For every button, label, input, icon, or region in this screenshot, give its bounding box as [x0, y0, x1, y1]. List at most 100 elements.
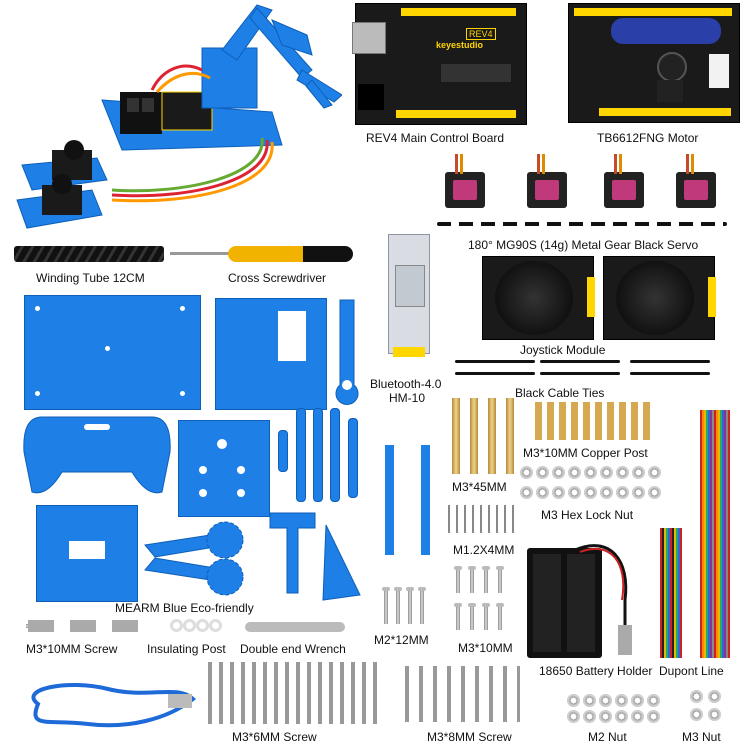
- joystick-module-2: [603, 256, 716, 340]
- copper-posts: [535, 402, 655, 440]
- joystick-1-pins: [587, 277, 595, 317]
- label-insulating-post: Insulating Post: [147, 642, 226, 656]
- usb-port: [352, 22, 386, 54]
- dupont-long-bundle: [700, 410, 730, 658]
- acrylic-t-bracket: [269, 512, 316, 594]
- acrylic-strip-1: [278, 430, 288, 472]
- label-m3x10-screw: M3*10MM Screw: [26, 642, 118, 656]
- microcontroller-chip: [441, 64, 511, 82]
- dupont-short-bundle: [660, 528, 682, 658]
- m3-nuts: [690, 690, 730, 724]
- cable-tie-5: [540, 372, 620, 375]
- m2x12-screw-4: [418, 587, 426, 624]
- motor-header-bottom: [599, 108, 731, 116]
- label-winding-tube: Winding Tube 12CM: [36, 271, 145, 285]
- label-screwdriver: Cross Screwdriver: [228, 271, 327, 285]
- acrylic-servo-mount: [36, 505, 138, 602]
- bluetooth-chip: [395, 265, 425, 307]
- joystick-1-cap: [495, 261, 573, 335]
- label-mearm: MEARM Blue Eco-friendly: [115, 601, 254, 615]
- label-m3x45: M3*45MM: [452, 480, 507, 494]
- label-bluetooth-2: HM-10: [389, 391, 426, 405]
- m3x45-post-3: [488, 398, 496, 474]
- m3x8-screws: [405, 666, 520, 722]
- m3x45-post-1: [452, 398, 460, 474]
- label-battery-holder: 18650 Battery Holder: [539, 664, 653, 678]
- cable-tie-4: [455, 372, 535, 375]
- insulating-posts: [170, 619, 222, 632]
- label-m2-nut: M2 Nut: [588, 730, 627, 744]
- header-pins-top: [401, 8, 516, 16]
- board-rev: REV4: [466, 28, 496, 40]
- label-m3x10: M3*10MM: [458, 641, 513, 655]
- label-m2x12: M2*12MM: [374, 633, 429, 647]
- label-copper-post: M3*10MM Copper Post: [523, 446, 648, 460]
- label-m3x8-screw: M3*8MM Screw: [427, 730, 512, 744]
- label-dupont: Dupont Line: [659, 664, 724, 678]
- battery-wire-plug: [574, 544, 632, 655]
- assembled-robot-arm: [12, 0, 343, 230]
- m3x10-screw-bolts: [28, 620, 148, 632]
- winding-tube: [14, 246, 164, 262]
- label-hex-lock-nut: M3 Hex Lock Nut: [541, 508, 634, 522]
- acrylic-controller-plate: [23, 416, 171, 494]
- terminal-block: [709, 54, 729, 88]
- label-servo: 180° MG90S (14g) Metal Gear Black Servo: [468, 238, 699, 252]
- label-m3x6-screw: M3*6MM Screw: [232, 730, 317, 744]
- cable-tie-3: [630, 360, 710, 363]
- m12x4-screws: [448, 505, 518, 533]
- dc-jack: [358, 84, 384, 110]
- usb-cable: [31, 682, 196, 728]
- acrylic-u-bracket: [178, 420, 270, 517]
- rev4-main-board: keyestudio REV4: [352, 3, 527, 125]
- acrylic-strip-4: [330, 408, 340, 502]
- motor-header-top: [574, 8, 732, 16]
- header-pins-bottom: [396, 110, 516, 118]
- joystick-2-pins: [708, 277, 716, 317]
- servo-4: [676, 154, 716, 208]
- acrylic-triangle-link: [322, 524, 361, 601]
- label-main-board: REV4 Main Control Board: [366, 131, 505, 145]
- joystick-2-cap: [616, 261, 694, 335]
- tb6612fng-motor-board: [568, 3, 740, 123]
- acrylic-long-link-top: [335, 299, 359, 405]
- board-brand: keyestudio: [436, 40, 484, 50]
- inductor: [657, 80, 683, 102]
- servo-1: [445, 154, 485, 208]
- cable-tie-2: [540, 360, 620, 363]
- servo-3: [604, 154, 644, 208]
- m2-nuts: [567, 694, 667, 724]
- acrylic-side-bracket: [215, 298, 327, 410]
- battery-slot-2: [567, 554, 595, 652]
- m3x45-post-4: [506, 398, 514, 474]
- hex-lock-nuts: [520, 466, 662, 502]
- label-m3-nut: M3 Nut: [682, 730, 721, 744]
- bluetooth-pins: [393, 347, 425, 357]
- label-joystick: Joystick Module: [520, 343, 606, 357]
- cable-tie-1: [455, 360, 535, 363]
- acrylic-gripper-claws: [144, 521, 244, 596]
- m3x6-screws: [208, 662, 383, 724]
- label-cable-ties: Black Cable Ties: [515, 386, 605, 400]
- battery-slot-1: [533, 554, 561, 652]
- screwdriver-handle: [228, 246, 353, 262]
- acrylic-strip-5: [348, 418, 358, 498]
- m3x10-screws: [454, 566, 506, 636]
- double-end-wrench: [245, 622, 345, 632]
- cable-tie-6: [630, 372, 710, 375]
- ps2-socket: [611, 18, 721, 44]
- m3x45-post-2: [470, 398, 478, 474]
- acrylic-base-plate: [24, 295, 201, 410]
- acrylic-gripper-holder: [385, 445, 430, 555]
- capacitor: [657, 52, 687, 82]
- servo-2: [527, 154, 567, 208]
- acrylic-strip-3: [313, 408, 323, 502]
- servo-horns: [437, 222, 727, 226]
- m2x12-screw-2: [394, 587, 402, 624]
- label-m12x4: M1.2X4MM: [453, 543, 515, 557]
- label-wrench: Double end Wrench: [240, 642, 346, 656]
- acrylic-strip-2: [296, 408, 306, 502]
- joystick-module-1: [482, 256, 595, 340]
- battery-holder: [527, 548, 602, 658]
- screwdriver-shaft: [170, 252, 230, 255]
